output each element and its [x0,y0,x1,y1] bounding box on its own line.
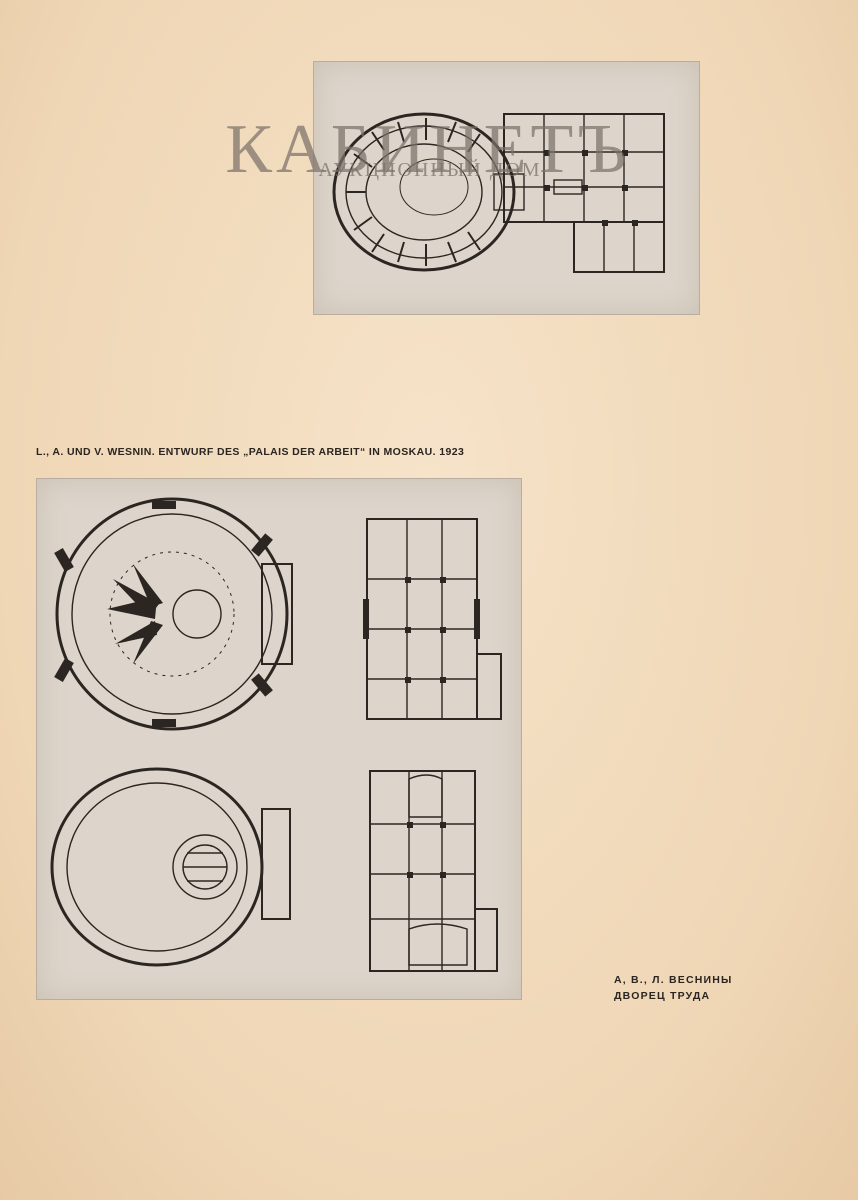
top-floor-plan-drawing [332,112,665,273]
credit-authors: А, В., Л. ВЕСНИНЫ [614,974,733,986]
plate-caption: L., A. UND V. WESNIN. ENTWURF DES „PALAI… [36,446,465,458]
russian-credit: А, В., Л. ВЕСНИНЫ ДВОРЕЦ ТРУДА [614,972,733,1004]
bottom-plans-plate [36,478,522,1000]
top-plan-plate [313,61,700,315]
bottom-floor-plans-drawing [50,497,502,972]
credit-title: ДВОРЕЦ ТРУДА [614,990,711,1002]
